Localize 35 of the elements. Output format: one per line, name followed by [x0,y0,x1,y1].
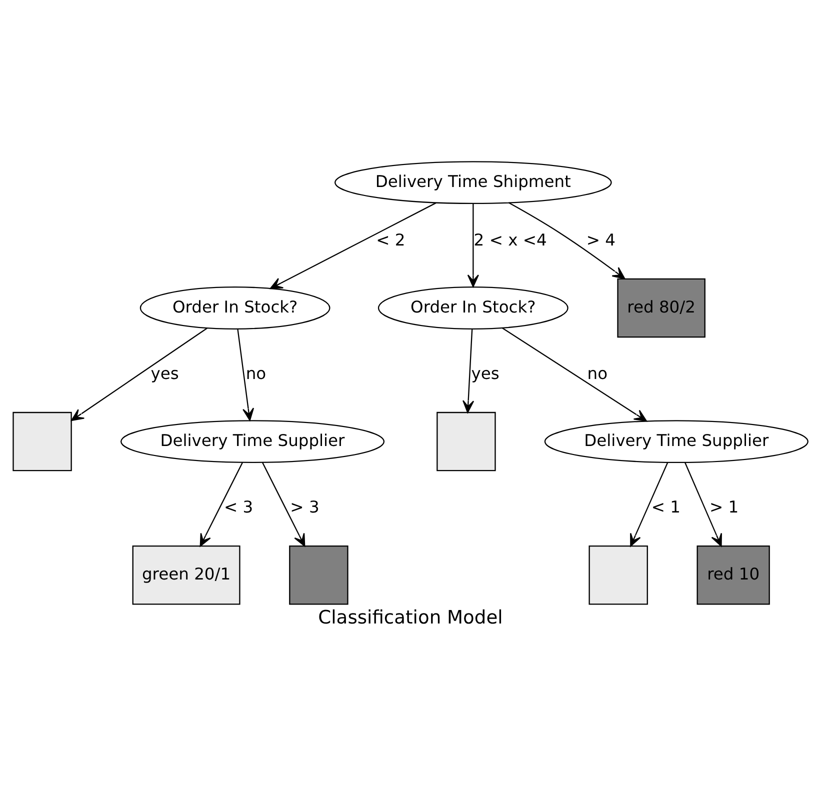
node-ellipse: Delivery Time Supplier [120,420,385,464]
arrow [270,202,436,290]
edge-label: no [587,364,608,384]
node-box [12,412,72,472]
edge-label: no [246,364,266,384]
node-box: green 20/1 [132,546,240,605]
edge-label: yes [150,364,179,384]
edge-label: > 1 [709,498,739,517]
node-ellipse: Order In Stock? [140,286,330,330]
node-ellipse: Order In Stock? [378,286,568,330]
node-box: red 10 [696,546,770,605]
arrow [467,204,479,288]
edge-label: < 1 [651,498,681,517]
arrow [262,462,306,547]
node-box: red 80/2 [617,278,706,338]
edge-label: < 2 [376,230,406,250]
arrow [502,327,647,422]
arrow [508,202,626,280]
node-ellipse: Delivery Time Supplier [544,420,808,464]
node-box [289,546,348,605]
arrow [684,462,722,547]
edge-label: yes [471,364,500,384]
arrow [462,329,474,414]
node-ellipse: Delivery Time Shipment [334,161,612,204]
edge-label: < 3 [224,498,254,517]
arrow [630,462,668,547]
caption: Classification Model [318,608,503,629]
arrow [200,462,243,547]
edge-label: 2 < x <4 [474,230,547,250]
arrow [237,329,254,421]
arrow [71,328,208,421]
edge-label: > 3 [290,498,320,517]
edge-label: > 4 [586,230,616,250]
node-box [436,412,496,472]
node-box [588,546,648,605]
